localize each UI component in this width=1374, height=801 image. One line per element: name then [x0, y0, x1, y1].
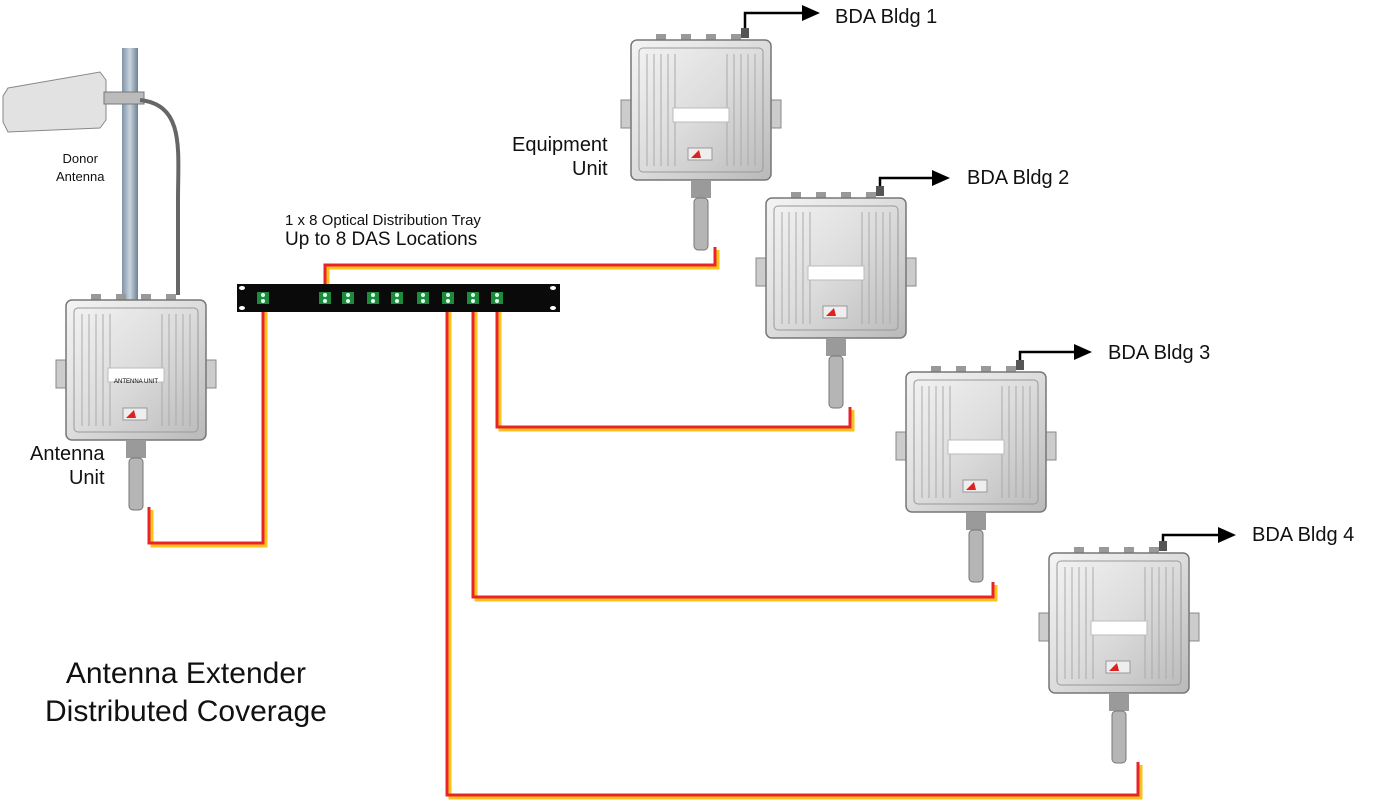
arrow-right-icon — [1074, 344, 1092, 360]
tray-port-1 — [319, 292, 331, 304]
antenna-unit-plate-text: ANTENNA UNIT — [114, 379, 158, 385]
equipment-unit-label: Equipment Unit — [512, 133, 608, 181]
bda-arrow-4 — [1159, 527, 1236, 551]
equipment-unit-4 — [1038, 547, 1200, 764]
equipment-unit-2 — [755, 192, 917, 409]
fiber-bldg-3 — [471, 297, 998, 602]
equipment-unit-label-line2: Unit — [572, 158, 608, 180]
tray-label-line2: Up to 8 DAS Locations — [285, 229, 478, 250]
equipment-unit-label-line1: Equipment — [512, 134, 608, 156]
diagram-title-line2: Distributed Coverage — [45, 695, 327, 728]
bda-bldg-1-label: BDA Bldg 1 — [835, 6, 938, 28]
arrow-right-icon — [1218, 527, 1236, 543]
tray-port-3 — [367, 292, 379, 304]
tray-port-5 — [417, 292, 429, 304]
diagram-title: Antenna Extender Distributed Coverage — [45, 655, 327, 731]
mast-pole — [122, 48, 138, 303]
tray-port-6 — [442, 292, 454, 304]
arrow-right-icon — [932, 170, 950, 186]
antenna-unit-label-line1: Antenna — [30, 443, 105, 465]
tray-label-line1: 1 x 8 Optical Distribution Tray — [285, 212, 481, 229]
bda-bldg-3-label: BDA Bldg 3 — [1108, 342, 1211, 364]
bda-arrow-2 — [876, 170, 950, 196]
donor-antenna-label: Donor Antenna — [56, 150, 104, 186]
tray-port-4 — [391, 292, 403, 304]
bda-bldg-2-label: BDA Bldg 2 — [967, 167, 1070, 189]
fiber-antenna-unit — [147, 297, 268, 548]
bda-arrow-1 — [741, 5, 820, 38]
antenna-unit-label-line2: Unit — [68, 467, 105, 489]
arrow-right-icon — [802, 5, 820, 21]
fiber-bldg-2 — [495, 297, 855, 432]
tray-port-2 — [342, 292, 354, 304]
tray-port-8 — [491, 292, 503, 304]
antenna-unit — [55, 294, 217, 511]
equipment-unit-3 — [895, 366, 1057, 583]
unit-nameplate — [1090, 620, 1148, 636]
tray-port-0 — [257, 292, 269, 304]
unit-nameplate — [107, 367, 165, 383]
donor-antenna-label-line1: Donor — [62, 151, 98, 166]
unit-nameplate — [947, 439, 1005, 455]
donor-antenna-icon — [2, 71, 181, 295]
donor-antenna-label-line2: Antenna — [56, 169, 105, 184]
equipment-unit-1 — [620, 34, 782, 251]
tray-port-7 — [467, 292, 479, 304]
optical-distribution-tray — [237, 284, 560, 312]
bda-arrow-3 — [1016, 344, 1092, 370]
unit-nameplate — [672, 107, 730, 123]
unit-nameplate — [807, 265, 865, 281]
tray-label: 1 x 8 Optical Distribution Tray Up to 8 … — [285, 212, 481, 251]
bda-bldg-4-label: BDA Bldg 4 — [1252, 524, 1355, 546]
diagram-title-line1: Antenna Extender — [65, 657, 306, 690]
antenna-unit-label: Antenna Unit — [30, 442, 105, 490]
fiber-bldg-4 — [445, 297, 1143, 800]
